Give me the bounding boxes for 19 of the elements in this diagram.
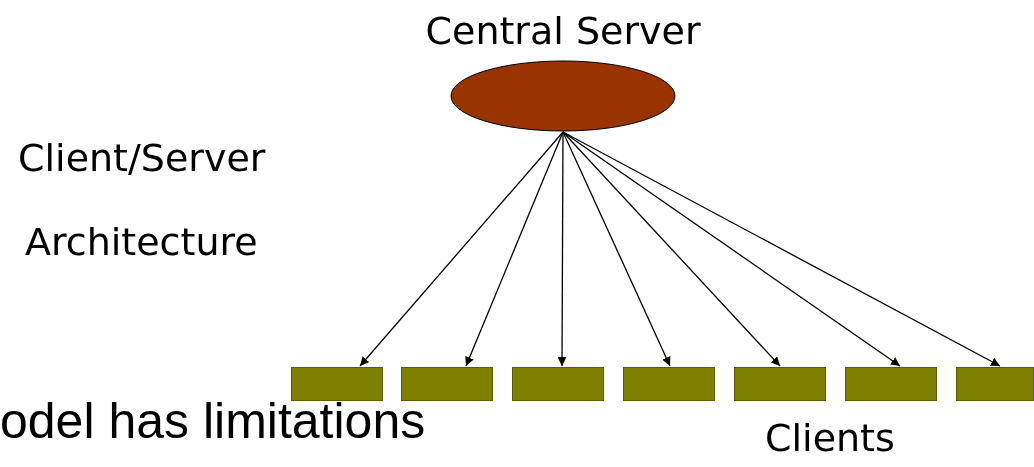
arrow bbox=[562, 131, 671, 367]
client-box bbox=[734, 367, 826, 401]
client-box bbox=[845, 367, 937, 401]
arrow bbox=[562, 131, 781, 367]
arrow bbox=[562, 131, 901, 367]
client-box bbox=[956, 367, 1034, 401]
arrow bbox=[562, 131, 1001, 367]
arrow bbox=[359, 131, 564, 367]
arrow bbox=[557, 131, 567, 367]
client-box bbox=[512, 367, 604, 401]
client-box bbox=[291, 367, 383, 401]
text-label: Architecture bbox=[25, 222, 258, 264]
arrow bbox=[465, 131, 564, 367]
text-label: odel has limitations bbox=[0, 394, 426, 449]
text-label: Clients bbox=[765, 418, 895, 460]
text-label: Client/Server bbox=[18, 138, 266, 180]
node-title: Central Server bbox=[425, 8, 701, 54]
client-box bbox=[401, 367, 493, 401]
client-box bbox=[623, 367, 715, 401]
